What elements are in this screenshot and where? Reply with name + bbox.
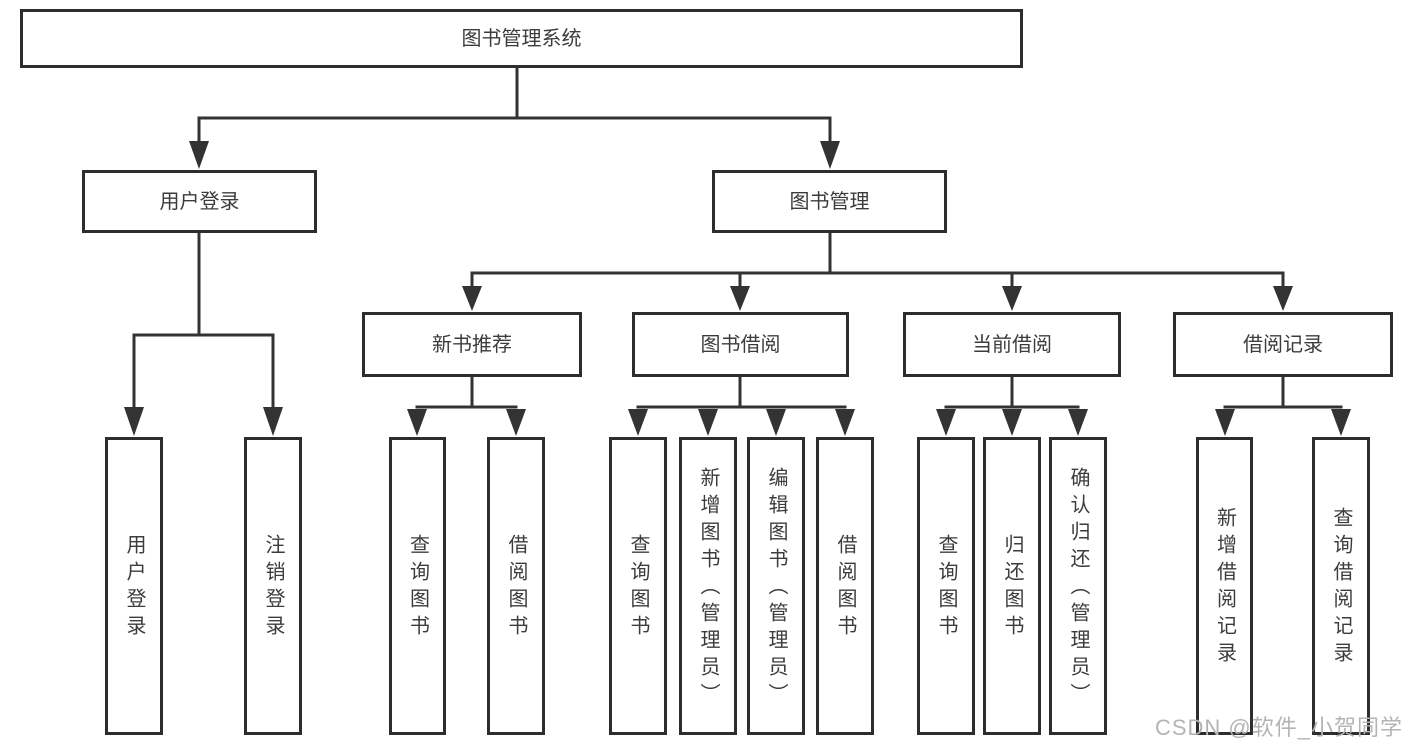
arrowhead-icon (1331, 409, 1351, 436)
arrowhead-icon (820, 141, 840, 169)
connector-root-to-level2 (189, 66, 840, 169)
arrowhead-icon (835, 409, 855, 436)
node-leaf-edit-books-admin: 编辑图书（管理员） (747, 437, 805, 735)
arrowhead-icon (462, 286, 482, 311)
node-book-management: 图书管理 (712, 170, 947, 233)
connector-borrow-records-children (1215, 373, 1351, 436)
node-leaf-current-query-books: 查询图书 (917, 437, 975, 735)
node-new-book-recommend: 新书推荐 (362, 312, 582, 377)
connector-book-mgmt-children (462, 227, 1293, 311)
connector-user-login-children (124, 229, 283, 436)
arrowhead-icon (506, 409, 526, 436)
arrowhead-icon (124, 407, 144, 436)
node-leaf-add-borrow-record: 新增借阅记录 (1196, 437, 1253, 735)
node-leaf-return-books: 归还图书 (983, 437, 1041, 735)
connector-book-borrow-children (628, 373, 855, 436)
node-leaf-confirm-return-admin: 确认归还（管理员） (1049, 437, 1107, 735)
arrowhead-icon (1068, 409, 1088, 436)
arrowhead-icon (1273, 286, 1293, 311)
arrowhead-icon (189, 141, 209, 169)
node-leaf-borrow-query-books: 查询图书 (609, 437, 667, 735)
arrowhead-icon (263, 407, 283, 436)
node-current-borrow: 当前借阅 (903, 312, 1121, 377)
node-leaf-query-borrow-record: 查询借阅记录 (1312, 437, 1370, 735)
arrowhead-icon (628, 409, 648, 436)
node-user-login: 用户登录 (82, 170, 317, 233)
node-book-borrow: 图书借阅 (632, 312, 849, 377)
node-borrow-records: 借阅记录 (1173, 312, 1393, 377)
arrowhead-icon (1002, 286, 1022, 311)
node-leaf-recommend-query-books: 查询图书 (389, 437, 446, 735)
node-leaf-borrow-books: 借阅图书 (816, 437, 874, 735)
csdn-watermark: CSDN @软件_小贺同学 (1154, 715, 1403, 740)
node-leaf-add-books-admin: 新增图书（管理员） (679, 437, 737, 735)
node-leaf-recommend-borrow-books: 借阅图书 (487, 437, 545, 735)
node-leaf-user-login: 用户登录 (105, 437, 163, 735)
arrowhead-icon (730, 286, 750, 311)
arrowhead-icon (698, 409, 718, 436)
arrowhead-icon (936, 409, 956, 436)
connector-new-books-children (407, 373, 526, 436)
node-root: 图书管理系统 (20, 9, 1023, 68)
node-leaf-logout: 注销登录 (244, 437, 302, 735)
arrowhead-icon (407, 409, 427, 436)
arrowhead-icon (1002, 409, 1022, 436)
arrowhead-icon (1215, 409, 1235, 436)
arrowhead-icon (766, 409, 786, 436)
connector-current-borrow-children (936, 373, 1088, 436)
